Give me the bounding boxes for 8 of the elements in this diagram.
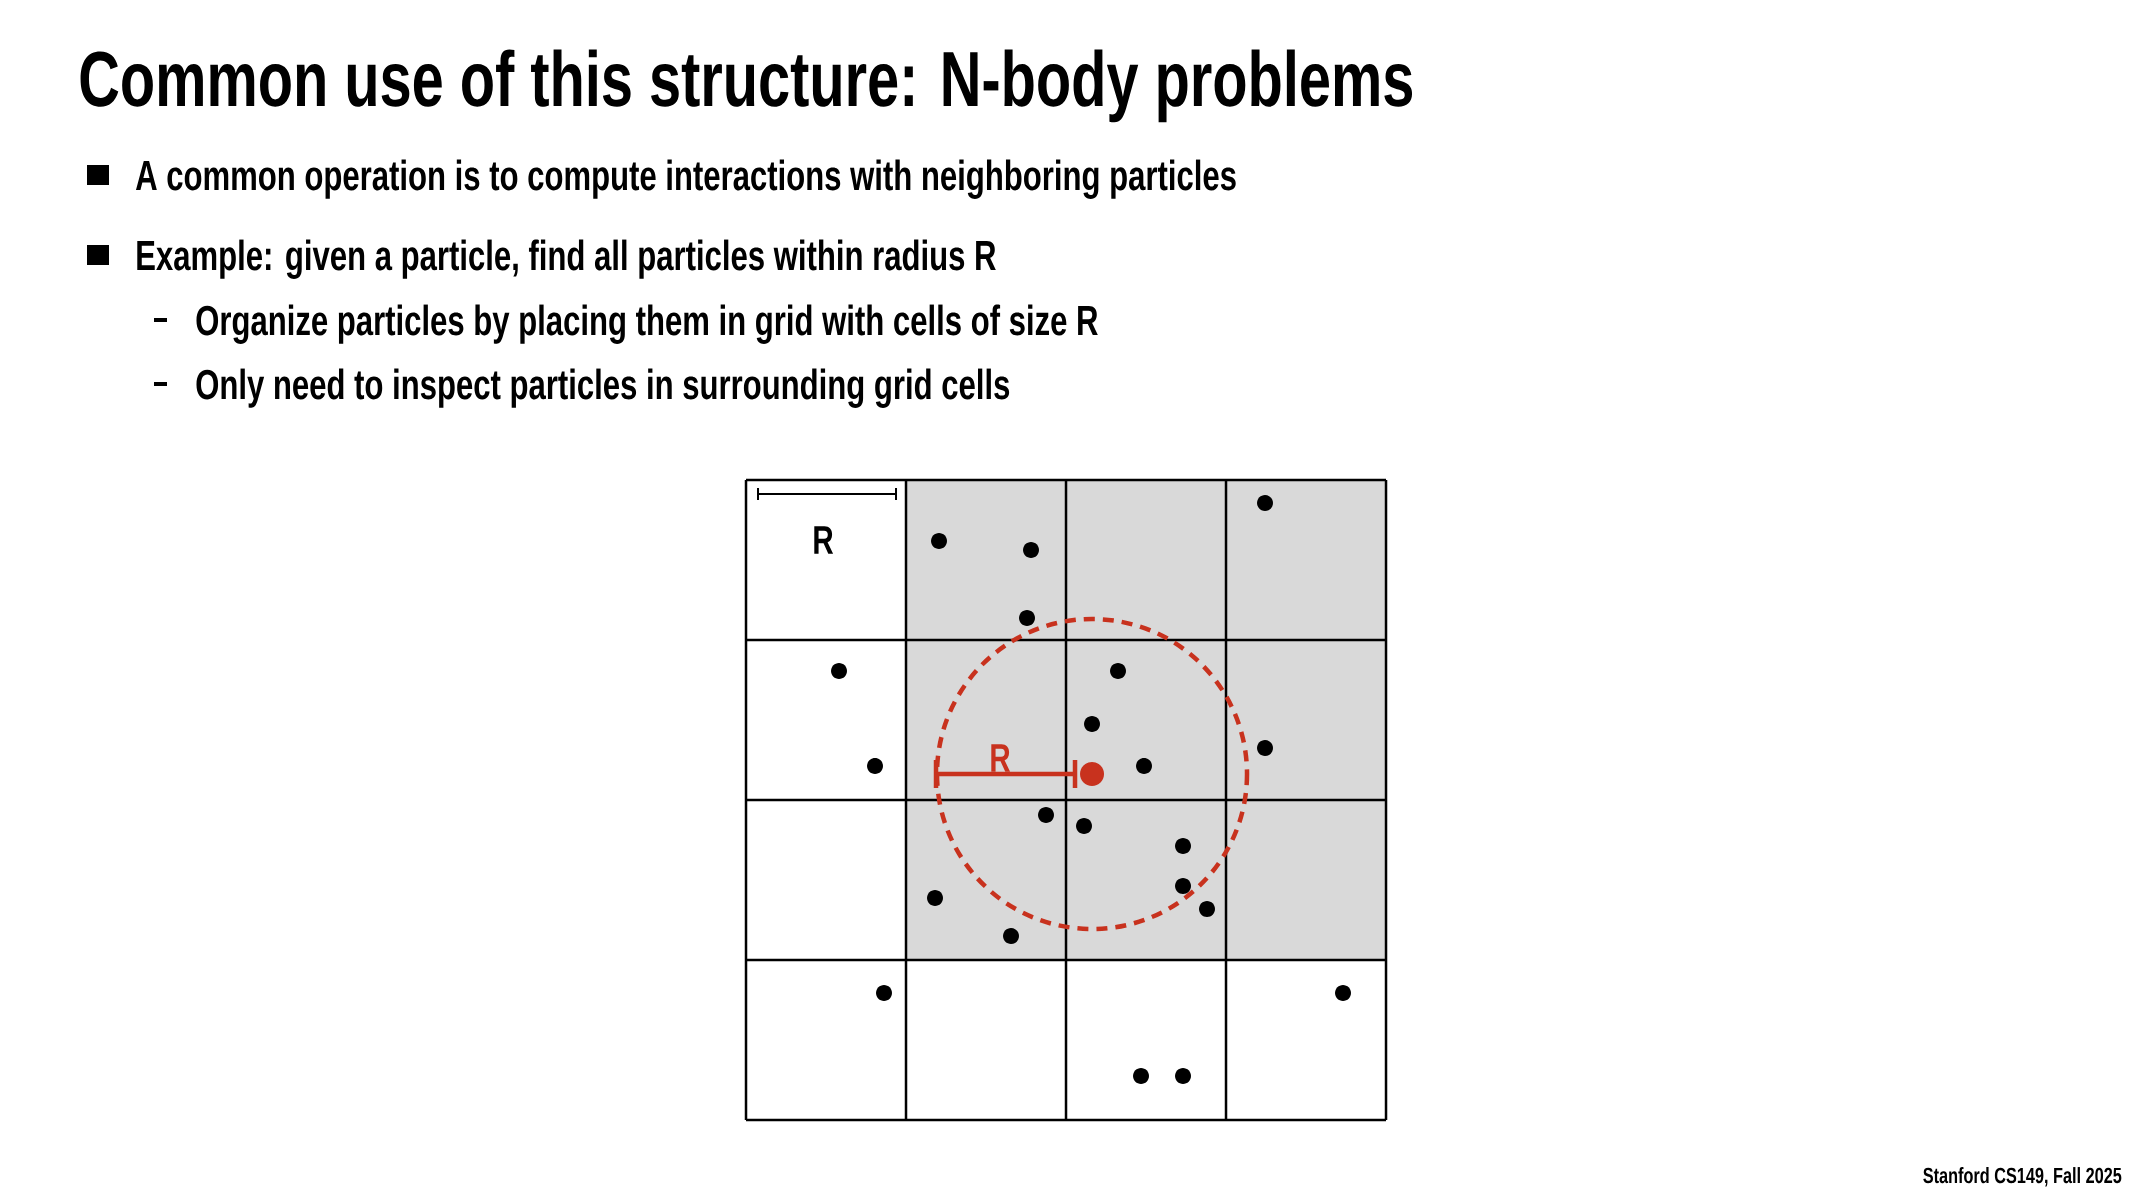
footer-text: Stanford CS149, Fall 2025 bbox=[1923, 1167, 2122, 1187]
slide-title: Common use of this structure: N-body problems bbox=[80, 49, 1412, 123]
dimension-label: R bbox=[814, 526, 834, 554]
sub-bullet-text: Organize particles by placing them in grid with cells of size R bbox=[196, 304, 1098, 344]
bullet-text: A common operation is to compute interactions with neighboring particles bbox=[135, 159, 1236, 199]
sub-bullet-text: Only need to inspect particles in surrounding grid cells bbox=[196, 368, 1010, 408]
bullet-text: Example: given a particle, find all particles within radius R bbox=[137, 239, 996, 279]
dimension-label: R bbox=[991, 744, 1011, 772]
